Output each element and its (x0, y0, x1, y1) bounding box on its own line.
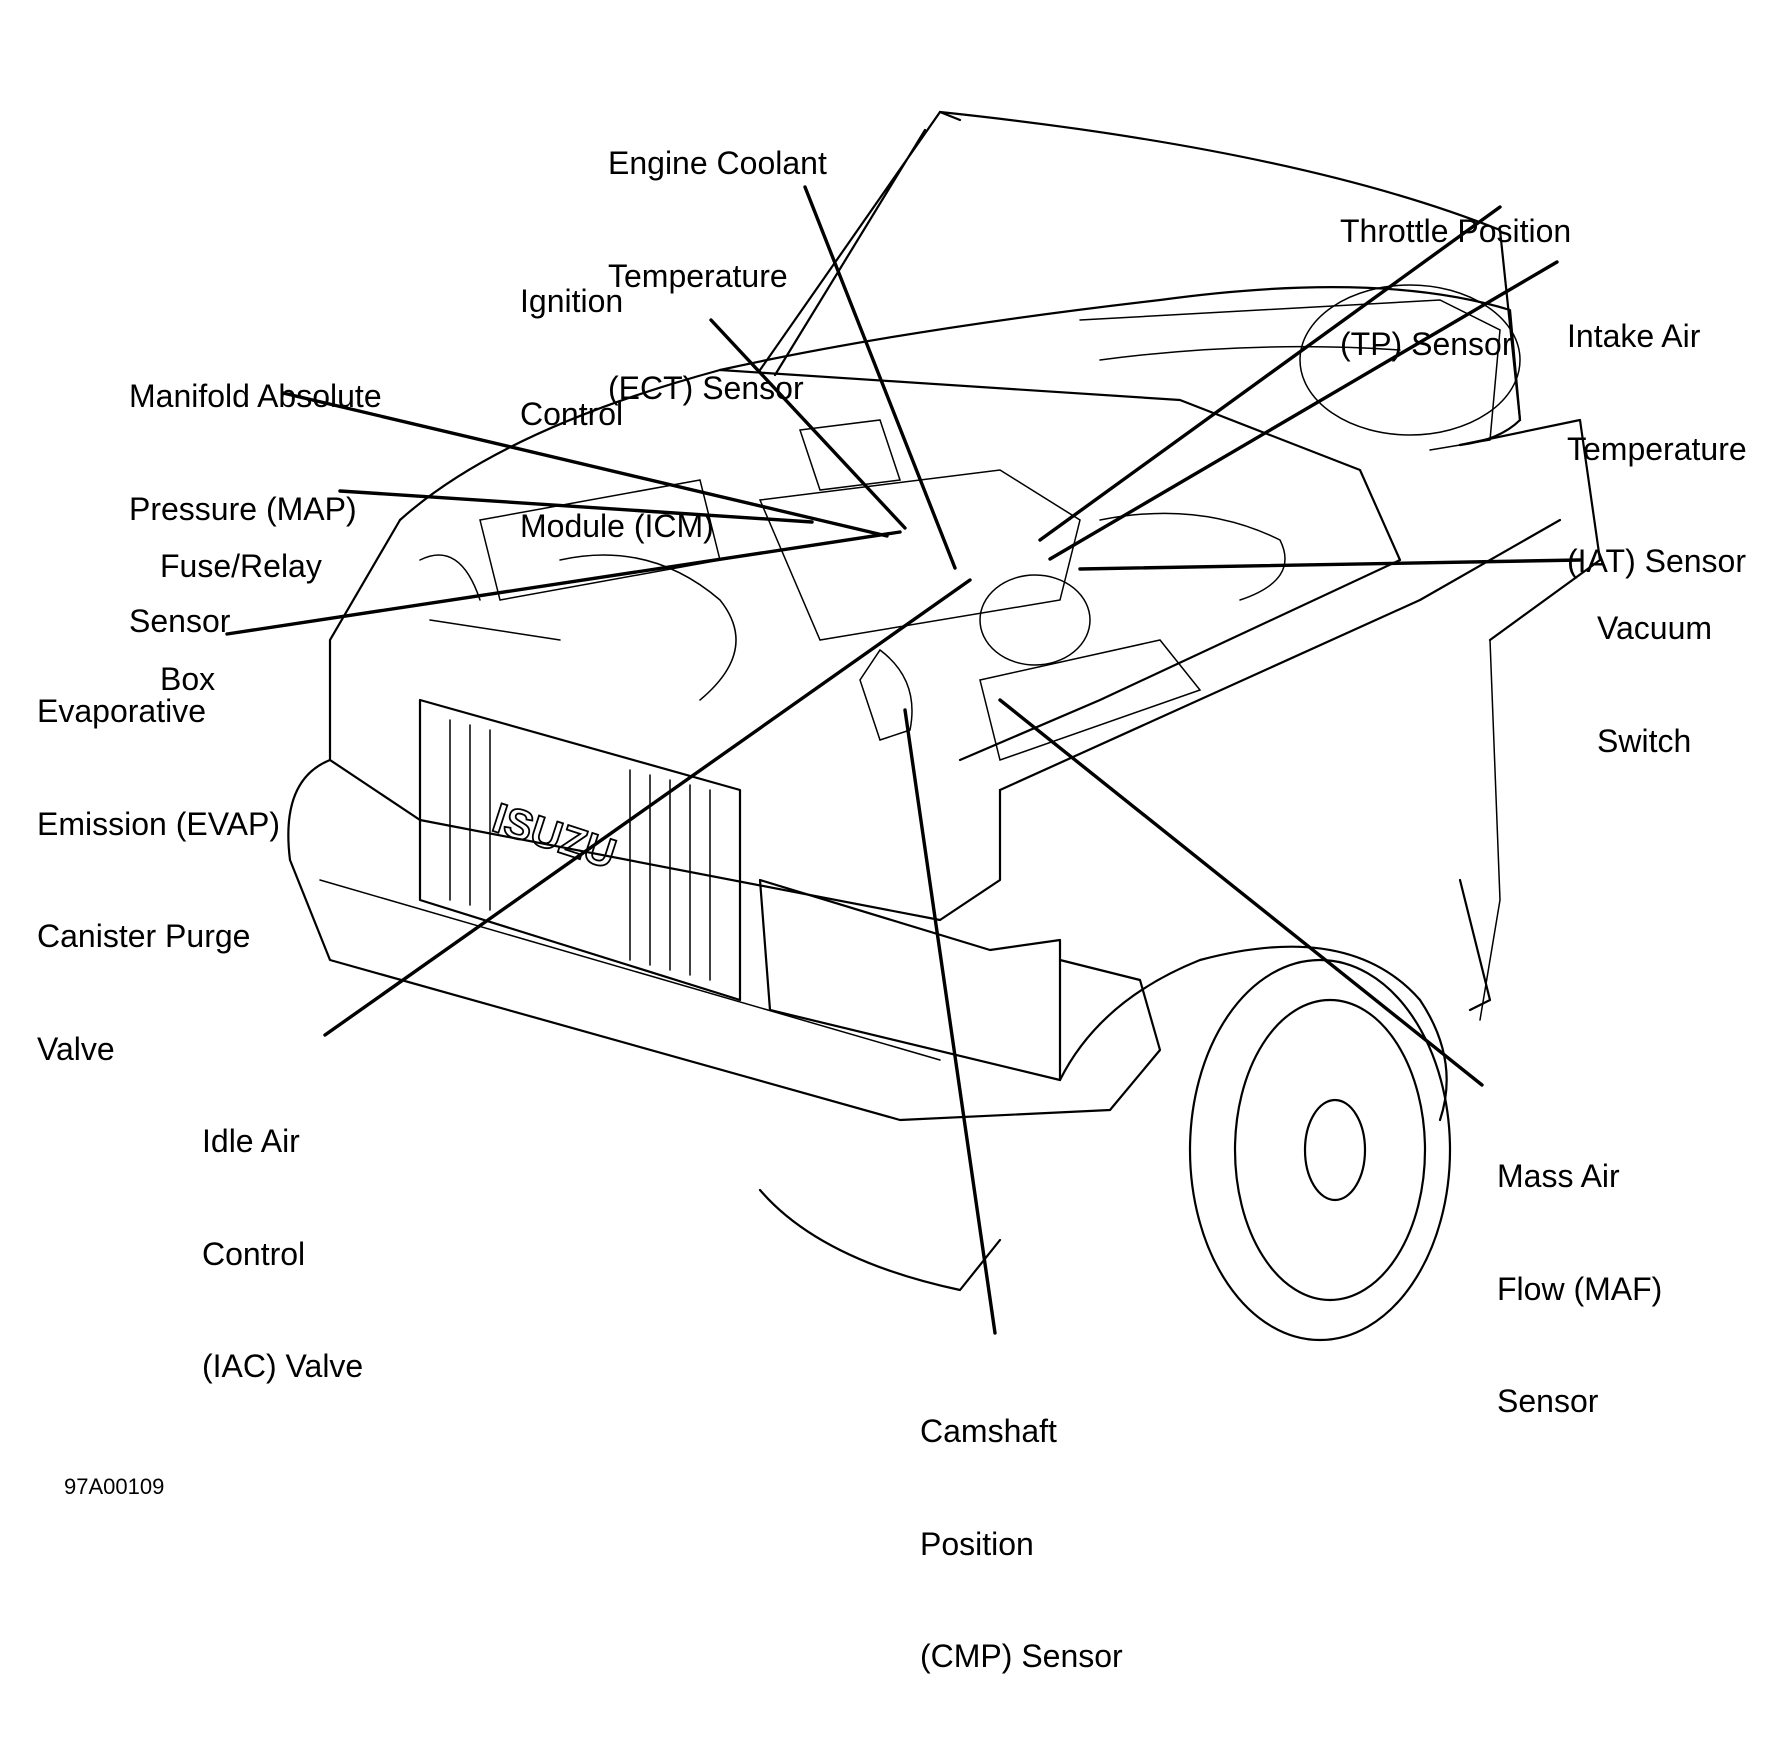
front-bumper (287, 758, 1162, 1122)
leader-line-maf (998, 698, 1484, 1087)
callout-iat-sensor: Intake Air Temperature (IAT) Sensor (1567, 318, 1747, 579)
grille-slats (449, 719, 711, 981)
callout-fuse-relay-box: Fuse/Relay Box (160, 548, 322, 697)
leader-line-map (281, 391, 889, 538)
wheel-arch (1058, 945, 1448, 1122)
callout-map-sensor: Manifold Absolute Pressure (MAP) Sensor (129, 378, 382, 639)
callout-icm: Ignition Control Module (ICM) (520, 283, 714, 544)
headlight (758, 878, 1062, 1082)
callout-iac-valve: Idle Air Control (IAC) Valve (202, 1123, 364, 1384)
engine-bay-rim (398, 368, 1402, 762)
bumper-crease (319, 879, 941, 1061)
leader-lines (225, 185, 1582, 1335)
air-intake-duct (1099, 512, 1286, 601)
callout-ect-sensor: Engine Coolant Temperature (ECT) Sensor (608, 145, 827, 406)
vehicle-illustration: ISUZU (225, 110, 1602, 1342)
a-pillar-door (1458, 418, 1602, 642)
hood-underside (938, 110, 1522, 422)
maf-housing (979, 574, 1091, 666)
intake-manifold (758, 469, 1081, 641)
fender-top (998, 518, 1562, 792)
mud-flap (1458, 878, 1492, 1012)
wheel-rim (1233, 998, 1427, 1302)
leader-line-iac (323, 578, 972, 1037)
hoses (559, 554, 737, 701)
callout-cmp-sensor: Camshaft Position (CMP) Sensor (920, 1413, 1123, 1674)
leader-line-vacuum (1078, 558, 1582, 571)
radiator-fins (979, 639, 1202, 761)
icm-module (798, 419, 902, 491)
dashboard-vents (1099, 345, 1401, 361)
callout-evap-purge-valve: Evaporative Emission (EVAP) Canister Pur… (37, 693, 281, 1067)
wheel-hub (1303, 1098, 1367, 1202)
callout-vacuum-switch: Vacuum Switch (1597, 610, 1713, 759)
figure-number: 97A00109 (64, 1474, 165, 1499)
leader-line-fuse (338, 489, 814, 524)
callout-maf-sensor: Mass Air Flow (MAF) Sensor (1497, 1158, 1663, 1419)
callout-tp-sensor: Throttle Position (TP) Sensor (1340, 213, 1572, 362)
vehicle-body-outline: ISUZU (287, 110, 1602, 1342)
leader-line-tp (1038, 205, 1502, 542)
windshield-cowl (718, 286, 1522, 447)
cmp-sensor-body (859, 648, 913, 741)
leader-line-evap (225, 530, 902, 636)
lower-valance (758, 1188, 1002, 1292)
steering-wheel (1299, 284, 1521, 436)
door-edge (1479, 639, 1501, 1021)
grille (418, 698, 742, 1002)
front-tire (1188, 958, 1452, 1342)
leader-line-ect (803, 185, 957, 570)
isuzu-badge: ISUZU (487, 794, 621, 878)
leader-line-cmp (903, 708, 997, 1335)
engine-component-diagram: ISUZU (37, 110, 1747, 1674)
leader-line-icm (709, 318, 907, 530)
battery-area (419, 554, 561, 641)
leader-line-iat (1048, 260, 1559, 561)
